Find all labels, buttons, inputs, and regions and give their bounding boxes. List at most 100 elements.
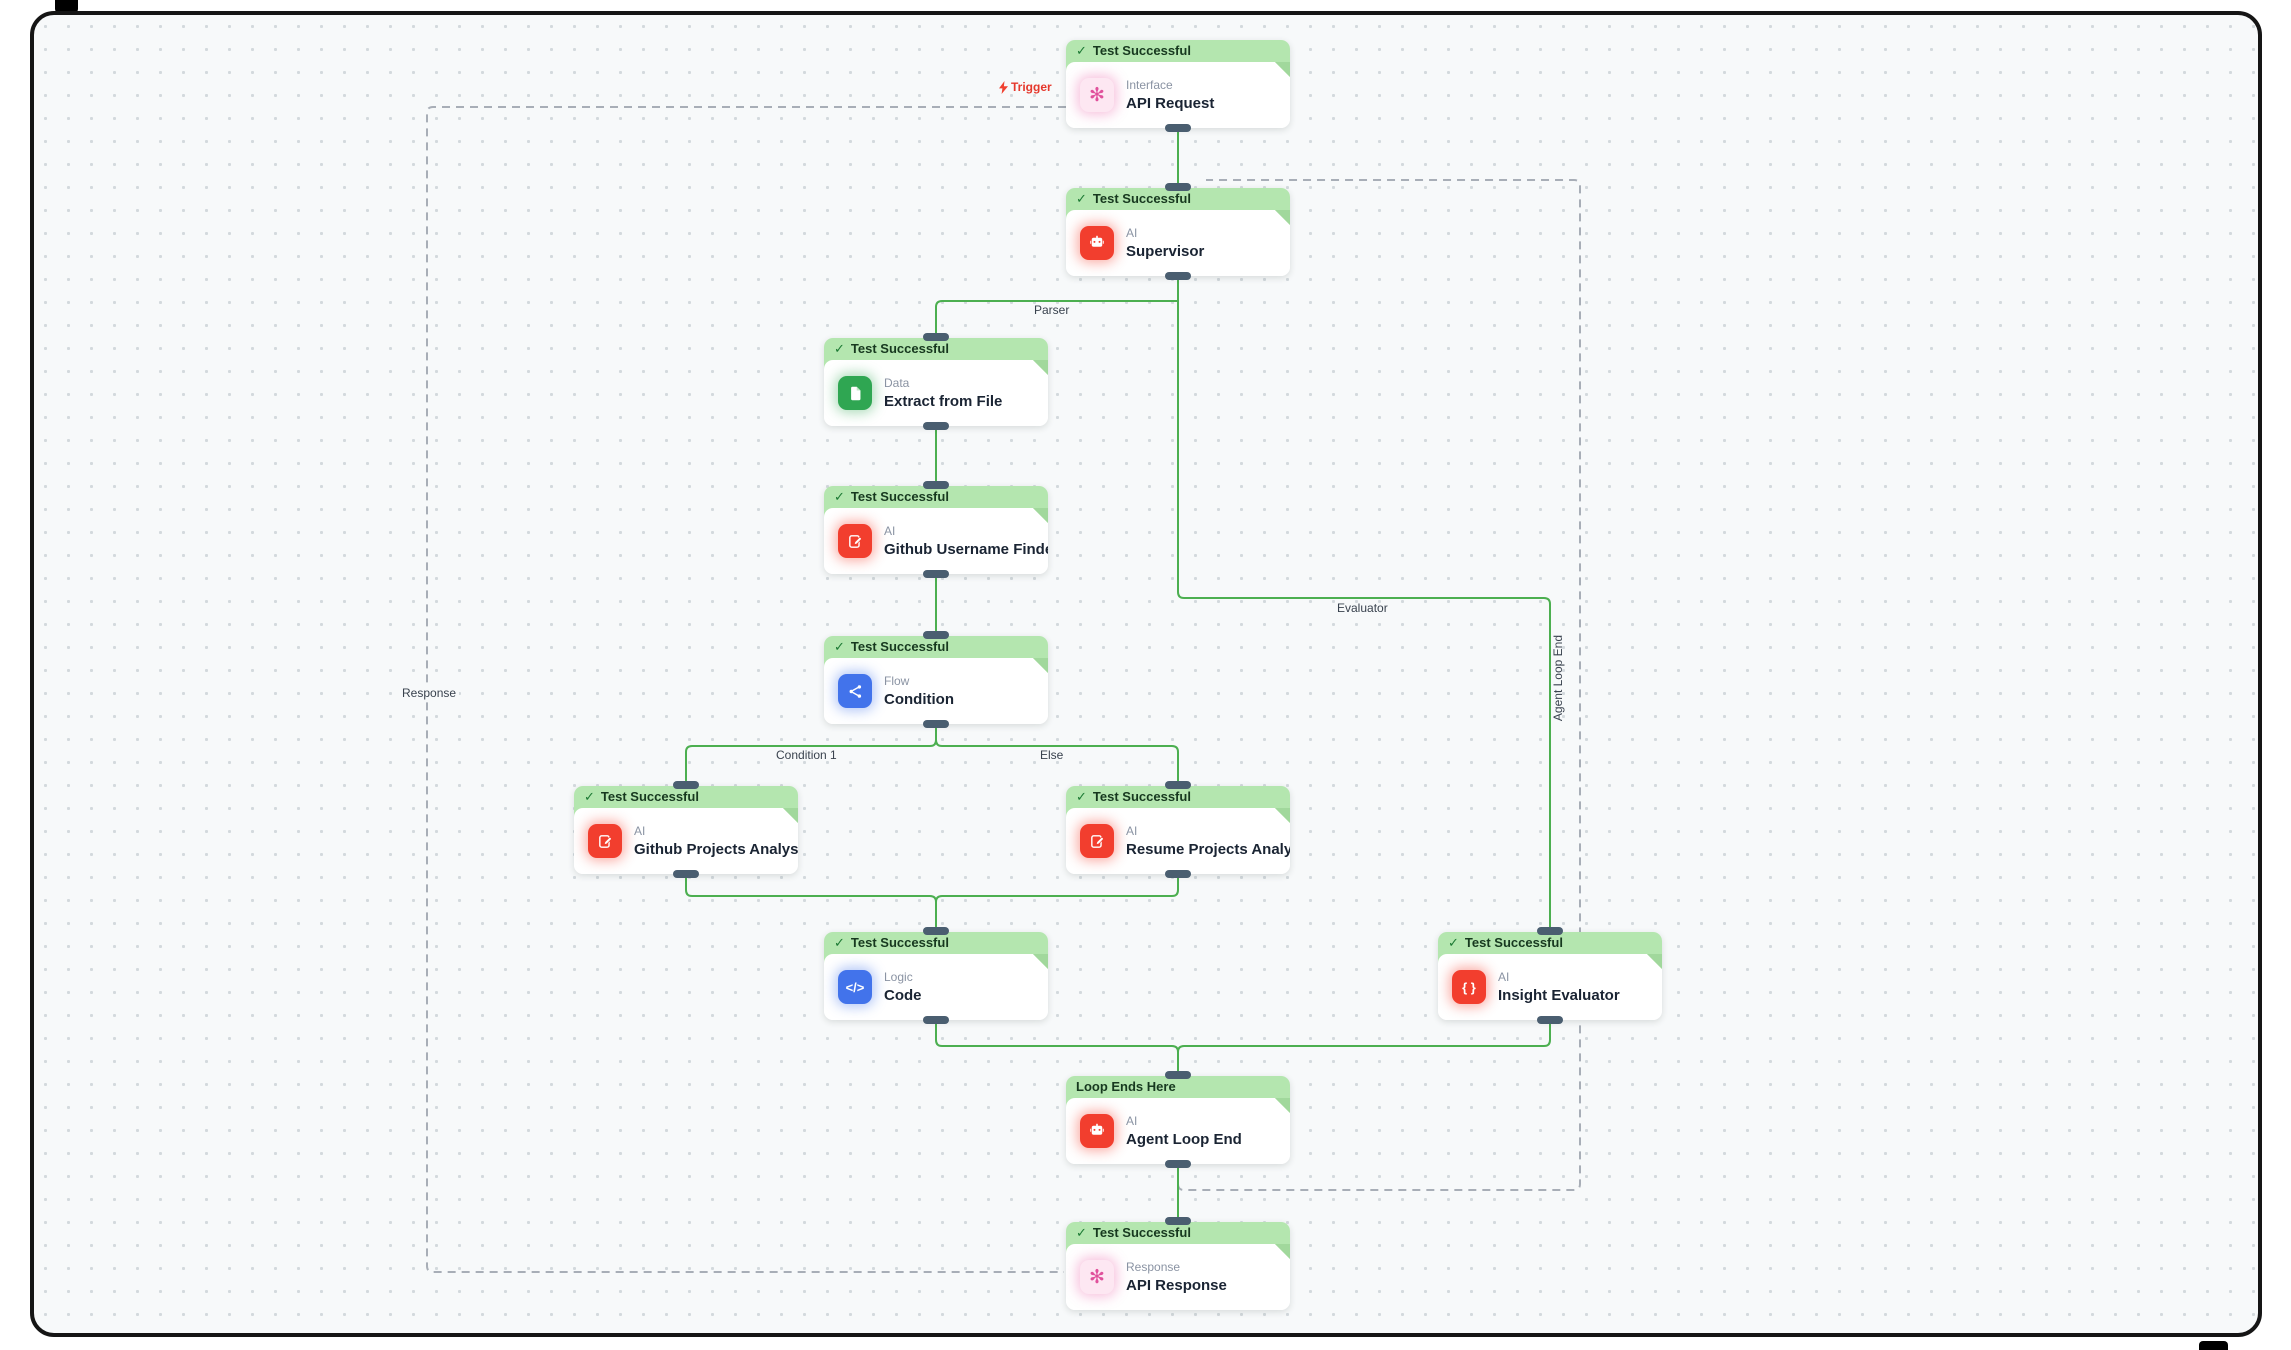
node-card: Flow Condition (824, 658, 1048, 724)
node-title: Resume Projects Analyse (1126, 840, 1309, 858)
node-title: Github Username Finder (884, 540, 1060, 558)
input-port[interactable] (923, 333, 949, 341)
node-github-projects-analyser[interactable]: ✓ Test Successful AI Github Projects Ana… (574, 781, 813, 878)
node-title: Agent Loop End (1126, 1130, 1242, 1148)
input-port[interactable] (923, 631, 949, 639)
node-api-response[interactable]: ✓ Test Successful ✻ Response API Respons… (1066, 1217, 1290, 1310)
output-port[interactable] (1165, 124, 1191, 132)
input-port[interactable] (1165, 183, 1191, 191)
output-port[interactable] (1165, 870, 1191, 878)
output-port[interactable] (923, 720, 949, 728)
node-title: Insight Evaluator (1498, 986, 1620, 1004)
edge-supervisor-evaluator[interactable] (1177, 278, 1551, 928)
flower-icon: ✻ (1080, 1260, 1114, 1294)
node-title: Code (884, 986, 922, 1004)
node-title: Condition (884, 690, 954, 708)
corner-mark-top-left (55, 0, 78, 13)
node-category: Logic (884, 969, 913, 984)
node-card: Data Extract from File (824, 360, 1048, 426)
output-port[interactable] (923, 570, 949, 578)
node-resume-projects-analyse[interactable]: ✓ Test Successful AI Resume Projects Ana… (1066, 781, 1309, 878)
output-port[interactable] (1165, 1160, 1191, 1168)
node-category: Flow (884, 673, 910, 688)
edge-condition-branch-right[interactable] (935, 726, 1179, 782)
code-icon: </> (838, 970, 872, 1004)
card-fold (1033, 360, 1048, 375)
edge-code-ale[interactable] (935, 1022, 1179, 1072)
branch-icon (838, 674, 872, 708)
card-fold (1033, 954, 1048, 969)
card-fold (783, 808, 798, 823)
check-icon: ✓ (1076, 191, 1087, 206)
check-icon: ✓ (834, 489, 845, 504)
card-fold (1275, 62, 1290, 77)
node-supervisor[interactable]: ✓ Test Successful AI Supervisor (1066, 183, 1290, 280)
node-category: AI (634, 823, 646, 838)
node-github-username-finder[interactable]: ✓ Test Successful AI Github Username Fin… (824, 481, 1060, 578)
input-port[interactable] (673, 781, 699, 789)
node-category: AI (884, 523, 896, 538)
edge-insight-ale[interactable] (1177, 1022, 1551, 1072)
card-fold (1275, 1098, 1290, 1113)
clipboard-pencil-icon (838, 524, 872, 558)
braces-icon: { } (1452, 970, 1486, 1004)
check-icon: ✓ (584, 789, 595, 804)
node-insight-evaluator[interactable]: ✓ Test Successful { } AI Insight Evaluat… (1438, 927, 1662, 1024)
node-category: AI (1126, 1113, 1138, 1128)
check-icon: ✓ (1076, 1225, 1087, 1240)
input-port[interactable] (923, 927, 949, 935)
node-code[interactable]: ✓ Test Successful </> Logic Code (824, 927, 1048, 1024)
node-card: AI Agent Loop End (1066, 1098, 1290, 1164)
file-icon (838, 376, 872, 410)
clipboard-pencil-icon (588, 824, 622, 858)
card-fold (1275, 808, 1290, 823)
node-category: Data (884, 375, 910, 390)
output-port[interactable] (923, 422, 949, 430)
input-port[interactable] (1537, 927, 1563, 935)
node-title: API Request (1126, 94, 1215, 112)
card-fold (1275, 1244, 1290, 1259)
node-card: { } AI Insight Evaluator (1438, 954, 1662, 1020)
output-port[interactable] (923, 1016, 949, 1024)
node-condition[interactable]: ✓ Test Successful Flow Condition (824, 631, 1048, 728)
edge-label-else: Else (1040, 748, 1064, 762)
clipboard-pencil-icon (1080, 824, 1114, 858)
status-text: Test Successful (1092, 43, 1191, 58)
corner-mark-bottom-right (2199, 1341, 2228, 1350)
check-icon: ✓ (1448, 935, 1459, 950)
output-port[interactable] (1537, 1016, 1563, 1024)
edge-agent-loop[interactable] (1177, 179, 1581, 1191)
status-text: Test Successful (850, 341, 949, 356)
card-fold (1033, 508, 1048, 523)
node-agent-loop-end[interactable]: Loop Ends Here AI Agent Loop End (1066, 1071, 1290, 1168)
card-fold (1033, 658, 1048, 673)
status-text: Loop Ends Here (1076, 1079, 1176, 1094)
input-port[interactable] (1165, 1071, 1191, 1079)
node-title: Extract from File (884, 392, 1003, 410)
edge-supervisor-parser[interactable] (935, 300, 1178, 334)
edge-label-evaluator: Evaluator (1337, 601, 1388, 615)
edge-gpa-code[interactable] (685, 876, 937, 928)
robot-icon (1080, 226, 1114, 260)
edge-label-condition-1: Condition 1 (776, 748, 837, 762)
status-text: Test Successful (1464, 935, 1563, 950)
input-port[interactable] (1165, 781, 1191, 789)
input-port[interactable] (923, 481, 949, 489)
check-icon: ✓ (1076, 43, 1087, 58)
check-icon: ✓ (1076, 789, 1087, 804)
output-port[interactable] (673, 870, 699, 878)
node-title: Github Projects Analyser (634, 840, 813, 858)
edge-rpa-code[interactable] (935, 876, 1179, 928)
card-fold (1647, 954, 1662, 969)
node-api-request[interactable]: ✓ Test Successful ✻ Interface API Reques… (1066, 40, 1290, 132)
status-text: Test Successful (1092, 191, 1191, 206)
check-icon: ✓ (834, 341, 845, 356)
input-port[interactable] (1165, 1217, 1191, 1225)
status-text: Test Successful (1092, 1225, 1191, 1240)
output-port[interactable] (1165, 272, 1191, 280)
node-extract-from-file[interactable]: ✓ Test Successful Data Extract from File (824, 333, 1048, 430)
edge-label-agent-loop-end: Agent Loop End (1551, 635, 1565, 722)
node-category: Interface (1126, 77, 1173, 92)
check-icon: ✓ (834, 935, 845, 950)
node-category: AI (1126, 225, 1138, 240)
